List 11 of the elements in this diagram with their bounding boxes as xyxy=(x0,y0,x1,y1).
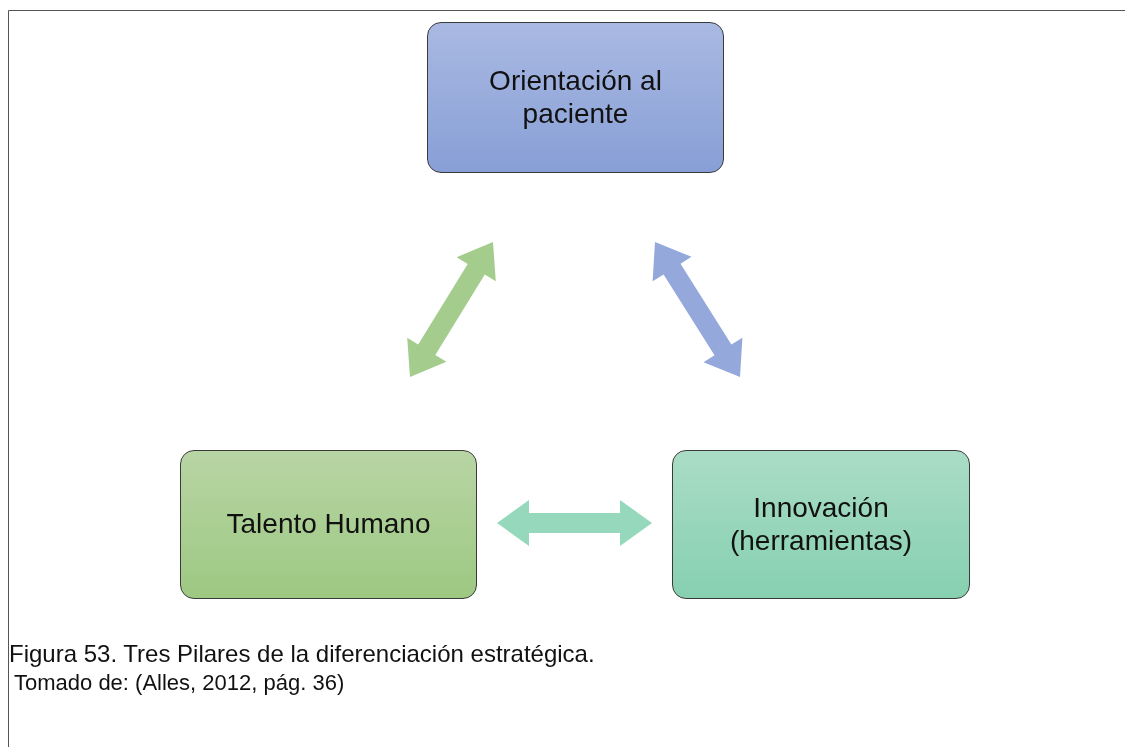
pillar-box xyxy=(180,450,477,599)
pillar-box xyxy=(672,450,970,599)
box-label: Orientación al paciente xyxy=(488,65,663,130)
double-arrow xyxy=(652,242,743,377)
box-label: Innovación (herramientas) xyxy=(728,492,914,557)
source-note: Tomado de: (Alles, 2012, pág. 36) xyxy=(14,670,345,696)
box-label: Talento Humano xyxy=(226,508,431,541)
pillar-box xyxy=(427,22,724,173)
double-arrow xyxy=(497,500,652,546)
double-arrow xyxy=(407,242,496,377)
figure-caption: Figura 53. Tres Pilares de la diferenciación estratégica. xyxy=(9,640,595,668)
